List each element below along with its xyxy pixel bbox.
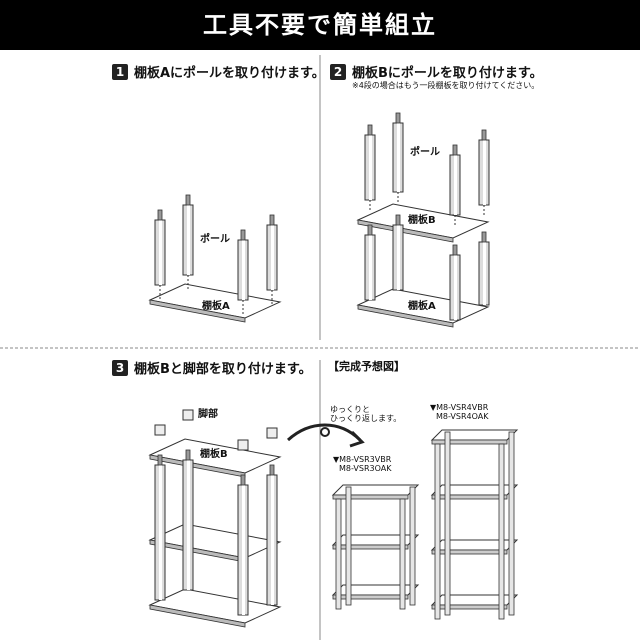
- unit-pole: [434, 443, 441, 620]
- pole-connector: [185, 194, 191, 206]
- pole-highlight: [187, 205, 190, 275]
- flip-note: ゆっくりとひっくり返します。: [330, 405, 401, 423]
- unit-shelf-edge: [431, 439, 508, 445]
- pole-label: ポール: [410, 147, 440, 158]
- step-text: 棚板Aにポールを取り付けます。: [134, 66, 325, 81]
- pole-highlight: [242, 485, 245, 615]
- pole-highlight: [454, 255, 457, 320]
- pole-highlight: [159, 220, 162, 285]
- unit-shelf-edge: [332, 594, 409, 600]
- unit-pole: [399, 498, 406, 610]
- flip-note-line: ゆっくりと: [330, 405, 370, 414]
- shelf-b-label: 棚板B: [408, 215, 436, 226]
- pole-connector: [240, 229, 246, 241]
- pole-connector: [240, 474, 246, 486]
- pole-connector: [269, 214, 275, 226]
- pole-connector: [367, 224, 373, 236]
- shelf-a-label: 棚板A: [202, 301, 230, 312]
- unit-shelf-edge: [431, 494, 508, 500]
- unit-pole: [498, 443, 505, 620]
- unit-pole: [444, 431, 451, 616]
- pole-highlight: [369, 135, 372, 200]
- unit-pole: [409, 486, 416, 606]
- pole-connector: [395, 214, 401, 226]
- pole-connector: [481, 231, 487, 243]
- model-code: M8-VSR3OAK: [339, 464, 392, 473]
- pole-highlight: [271, 225, 274, 290]
- step-text: 棚板Bにポールを取り付けます。: [352, 66, 543, 81]
- step-2-note: ※4段の場合はもう一段棚板を取り付けてください。: [352, 81, 540, 90]
- unit-shelf-edge: [431, 549, 508, 555]
- leg-cap: [154, 424, 166, 436]
- step-number: 1: [112, 63, 128, 80]
- unit-pole: [345, 486, 352, 606]
- step-text: 棚板Bと脚部を取り付けます。: [134, 362, 312, 377]
- unit-pole: [335, 498, 342, 610]
- step-number: 3: [112, 359, 128, 376]
- step-1-heading: 1 棚板Aにポールを取り付けます。: [112, 62, 325, 81]
- pole-connector: [481, 129, 487, 141]
- model-code: ▼M8-VSR3VBR: [333, 455, 392, 464]
- unit-shelf-edge: [332, 494, 409, 500]
- pole-highlight: [242, 240, 245, 300]
- legs-label: 脚部: [198, 409, 218, 420]
- pole-highlight: [483, 242, 486, 305]
- pole-connector: [269, 464, 275, 476]
- pole-highlight: [159, 465, 162, 600]
- flip-note-line: ひっくり返します。: [330, 414, 402, 423]
- shelf-a: [149, 299, 246, 323]
- shelf: [149, 604, 246, 628]
- pole-highlight: [187, 460, 190, 590]
- pole-label: ポール: [200, 234, 230, 245]
- leg-cap: [182, 409, 194, 421]
- shelf-b: [357, 219, 454, 243]
- pole-highlight: [369, 235, 372, 300]
- page-title: 工具不要で簡単組立: [0, 0, 640, 50]
- pole-connector: [157, 454, 163, 466]
- unit-shelf-edge: [431, 604, 508, 610]
- pole-highlight: [397, 123, 400, 192]
- pole-connector: [367, 124, 373, 136]
- pole-highlight: [454, 155, 457, 215]
- shelf-a: [357, 304, 454, 328]
- pole-highlight: [397, 225, 400, 290]
- unit-shelf-edge: [332, 544, 409, 550]
- flip-arrow-loop: [320, 427, 330, 437]
- pole-connector: [452, 244, 458, 256]
- step-2-heading: 2 棚板Bにポールを取り付けます。: [330, 62, 543, 81]
- step-3-heading: 3 棚板Bと脚部を取り付けます。: [112, 358, 312, 377]
- pole-connector: [185, 449, 191, 461]
- unit-pole: [508, 431, 515, 616]
- pole-connector: [395, 112, 401, 124]
- leg-cap: [266, 427, 278, 439]
- pole-highlight: [271, 475, 274, 605]
- pole-connector: [452, 144, 458, 156]
- shelf-b-label: 棚板B: [200, 449, 228, 460]
- shelf-a-label: 棚板A: [408, 301, 436, 312]
- pole-connector: [157, 209, 163, 221]
- completed-heading: 【完成予想図】: [328, 360, 405, 373]
- leg-cap: [237, 439, 249, 451]
- model-code: M8-VSR4OAK: [436, 412, 489, 421]
- flip-arrow-head: [349, 430, 365, 448]
- step-number: 2: [330, 63, 346, 80]
- pole-highlight: [483, 140, 486, 205]
- model-code: ▼M8-VSR4VBR: [430, 403, 489, 412]
